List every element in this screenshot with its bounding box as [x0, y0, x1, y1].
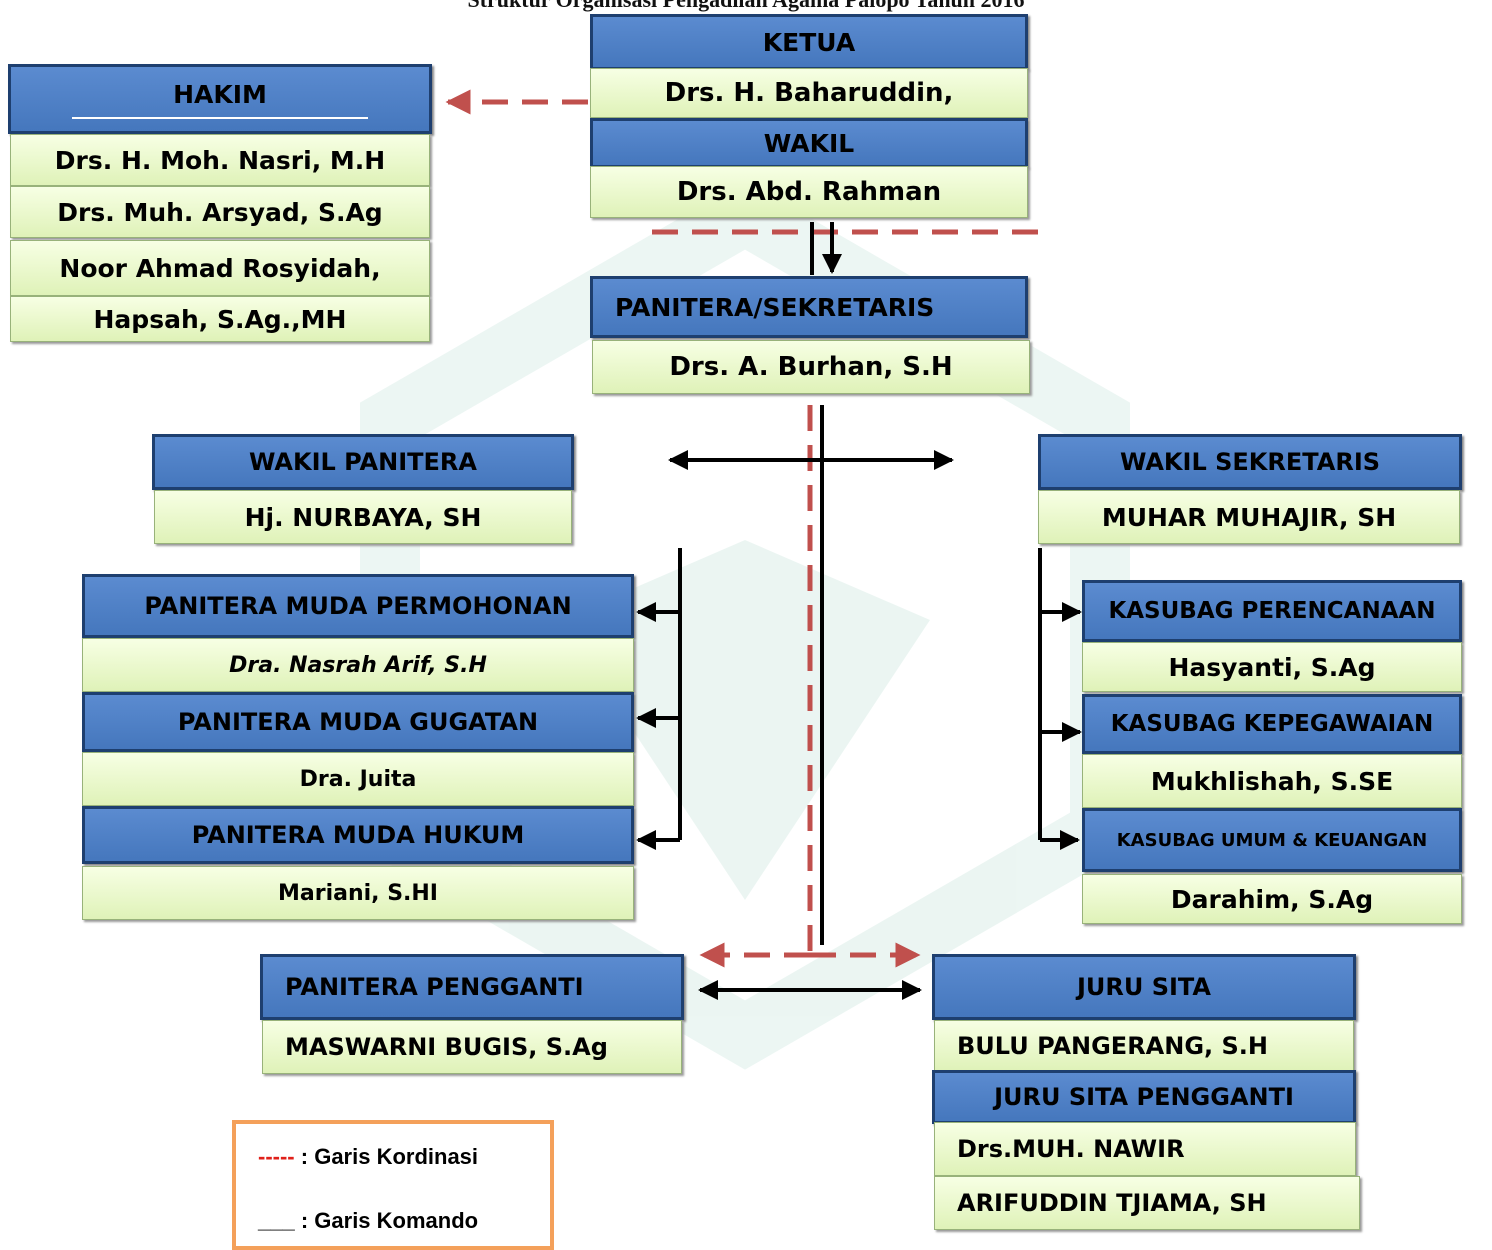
wakil-sekretaris-name: MUHAR MUHAJIR, SH: [1038, 490, 1460, 544]
legend-komando-label: : Garis Komando: [300, 1208, 479, 1233]
hakim-member: Noor Ahmad Rosyidah,: [10, 240, 430, 296]
hakim-member: Drs. Muh. Arsyad, S.Ag: [10, 186, 430, 238]
kasubag-umum-name: Darahim, S.Ag: [1082, 874, 1462, 924]
juru-sita-pengganti-name: Drs.MUH. NAWIR: [934, 1122, 1356, 1176]
juru-sita-pengganti-heading: JURU SITA PENGGANTI: [932, 1070, 1356, 1124]
ketua-name: Drs. H. Baharuddin,: [590, 68, 1028, 118]
hakim-member: Drs. H. Moh. Nasri, M.H: [10, 134, 430, 186]
panmud-hukum-heading: PANITERA MUDA HUKUM: [82, 806, 634, 864]
wakil-panitera-name: Hj. NURBAYA, SH: [154, 490, 572, 544]
legend-komando: ___ : Garis Komando: [258, 1208, 478, 1234]
kasubag-perencanaan-name: Hasyanti, S.Ag: [1082, 642, 1462, 692]
kasubag-kepegawaian-heading: KASUBAG KEPEGAWAIAN: [1082, 694, 1462, 754]
kasubag-perencanaan-heading: KASUBAG PERENCANAAN: [1082, 580, 1462, 642]
legend-koordinasi: ----- : Garis Kordinasi: [258, 1144, 478, 1170]
kasubag-umum-heading: KASUBAG UMUM & KEUANGAN: [1082, 808, 1462, 872]
legend-komando-symbol: ___: [258, 1208, 295, 1233]
hakim-heading-label: HAKIM: [173, 79, 267, 109]
panmud-gugatan-heading: PANITERA MUDA GUGATAN: [82, 692, 634, 752]
juru-sita-heading: JURU SITA: [932, 954, 1356, 1020]
ketua-heading: KETUA: [590, 14, 1028, 70]
wakil-name: Drs. Abd. Rahman: [590, 166, 1028, 218]
panmud-hukum-name: Mariani, S.HI: [82, 866, 634, 920]
panmud-permohonan-name: Dra. Nasrah Arif, S.H: [82, 638, 634, 692]
panitera-pengganti-name: MASWARNI BUGIS, S.Ag: [262, 1020, 682, 1074]
hakim-heading: HAKIM: [8, 64, 432, 134]
wakil-heading: WAKIL: [590, 118, 1028, 168]
panmud-permohonan-heading: PANITERA MUDA PERMOHONAN: [82, 574, 634, 638]
wakil-panitera-heading: WAKIL PANITERA: [152, 434, 574, 490]
panitera-pengganti-heading: PANITERA PENGGANTI: [260, 954, 684, 1020]
wakil-sekretaris-heading: WAKIL SEKRETARIS: [1038, 434, 1462, 490]
panmud-gugatan-name: Dra. Juita: [82, 752, 634, 806]
panitera-sekretaris-name: Drs. A. Burhan, S.H: [592, 340, 1030, 394]
panitera-sekretaris-heading: PANITERA/SEKRETARIS: [590, 276, 1028, 338]
legend-box: ----- : Garis Kordinasi ___ : Garis Koma…: [232, 1120, 554, 1250]
legend-koordinasi-label: : Garis Kordinasi: [300, 1144, 479, 1169]
juru-sita-name: BULU PANGERANG, S.H: [934, 1020, 1354, 1072]
chart-title: Struktur Organisasi Pengadilan Agama Pal…: [0, 0, 1492, 12]
kasubag-kepegawaian-name: Mukhlishah, S.SE: [1082, 754, 1462, 808]
hakim-member: Hapsah, S.Ag.,MH: [10, 296, 430, 342]
legend-koordinasi-symbol: -----: [258, 1144, 295, 1169]
juru-sita-pengganti-name: ARIFUDDIN TJIAMA, SH: [934, 1176, 1360, 1230]
hakim-heading-underline: [72, 116, 368, 119]
